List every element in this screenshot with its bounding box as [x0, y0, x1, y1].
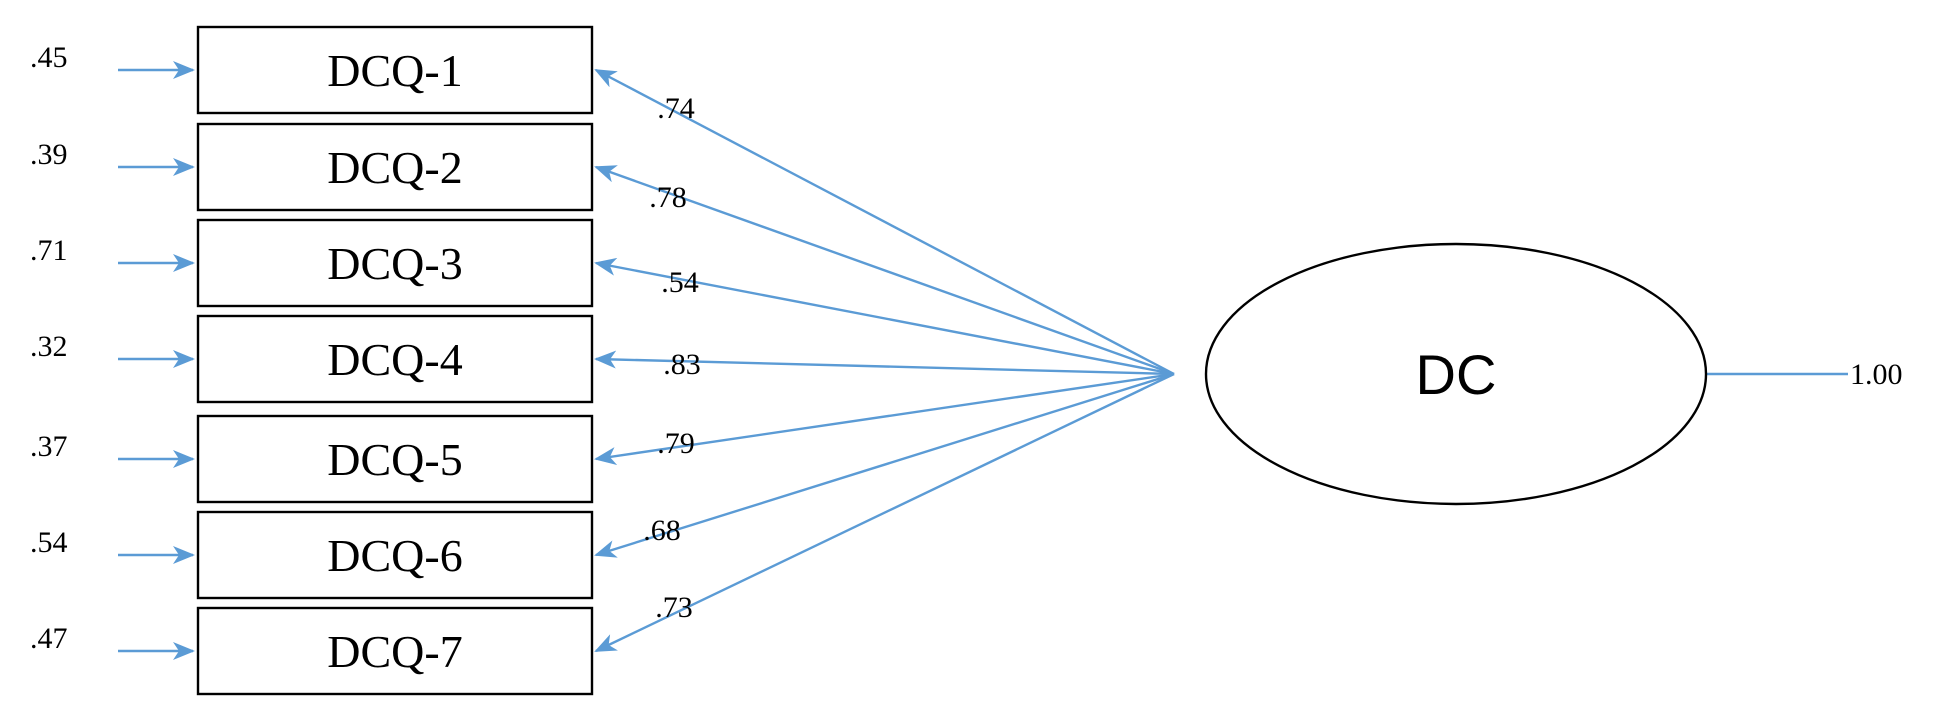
loading-label: .79	[657, 427, 695, 460]
loading-arrow	[594, 68, 1175, 376]
loading-arrow	[594, 372, 1175, 465]
latent-variance-label: 1.00	[1850, 358, 1903, 391]
edges-layer	[118, 61, 1848, 660]
loading-label: .83	[663, 348, 701, 381]
indicator-box-dcq-2	[196, 122, 594, 212]
indicator-label: DCQ-6	[327, 530, 462, 581]
loading-label: .78	[649, 181, 687, 214]
indicator-box-dcq-3	[196, 218, 594, 308]
indicator-box-dcq-5	[196, 414, 594, 504]
loading-arrow	[594, 372, 1175, 558]
loading-arrow	[594, 257, 1175, 376]
indicator-label: DCQ-4	[327, 334, 462, 385]
loading-arrow	[594, 165, 1175, 376]
indicator-label: DCQ-7	[327, 626, 462, 677]
indicator-label: DCQ-5	[327, 434, 462, 485]
latent-node-dc	[1204, 242, 1708, 506]
error-variance-label: .32	[30, 330, 68, 363]
loading-label: .73	[655, 591, 693, 624]
error-variance-label: .71	[30, 234, 68, 267]
loading-label: .54	[661, 266, 699, 299]
error-variance-label: .39	[30, 138, 68, 171]
loading-label: .68	[643, 514, 681, 547]
error-variance-label: .37	[30, 430, 68, 463]
error-variance-label: .54	[30, 526, 68, 559]
loading-label: .74	[657, 92, 695, 125]
error-variance-label: .45	[30, 41, 68, 74]
loading-arrow	[594, 372, 1175, 653]
indicator-box-dcq-4	[196, 314, 594, 404]
latent-label: DC	[1416, 343, 1497, 406]
indicator-box-dcq-7	[196, 606, 594, 696]
indicator-label: DCQ-2	[327, 142, 462, 193]
indicator-label: DCQ-3	[327, 238, 462, 289]
error-variance-label: .47	[30, 622, 68, 655]
indicator-box-dcq-6	[196, 510, 594, 600]
nodes-layer	[196, 25, 1708, 696]
indicator-box-dcq-1	[196, 25, 594, 115]
indicator-label: DCQ-1	[327, 45, 462, 96]
loading-arrow	[594, 350, 1175, 376]
